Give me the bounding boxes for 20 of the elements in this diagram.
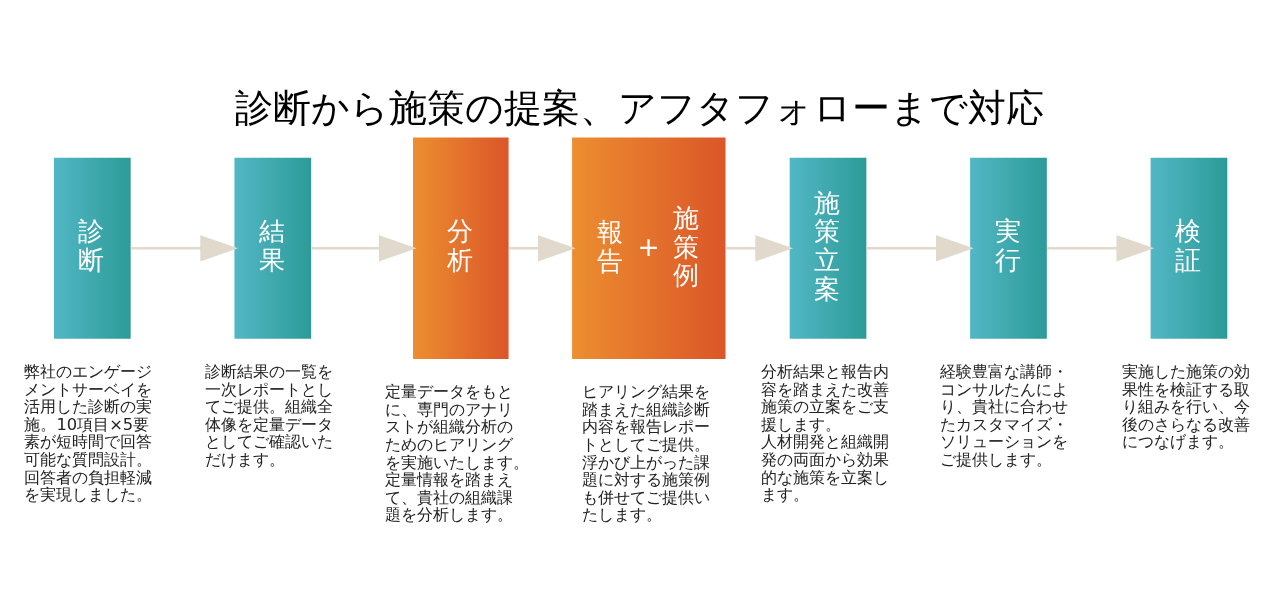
arrow (130, 234, 239, 261)
node-label: 診断結果の一覧を一次レポートとしてご提供。組織全体像を定量データとしてご確認いただけます。 (205, 361, 334, 469)
node-label: ヒアリング結果を踏まえた組織診断内容を報告レポートとしてご提供。浮かび上がった課題に対する施策例も併せてご提供いたします。 (581, 381, 710, 524)
arrow (726, 234, 794, 261)
node-label: 実施した施策の効果性を検証する取り組みを行い、今後のさらなる改善につなげます。 (1122, 361, 1251, 451)
node-label: 弊社のエンゲージメントサーベイを活用した診断の実施。10項目×5要素が短時間で回答可能な質問設計。回答者の負担軽減を実現しました。 (24, 361, 153, 504)
arrow (1047, 234, 1155, 261)
diagram-title: 診断から施策の提案、アフタフォローまで対応 (235, 85, 1045, 130)
node-box: 実行 (970, 157, 1047, 339)
node-box: 検証 (1150, 157, 1228, 339)
node-label: 定量データをもとに、専門のアナリストが組織分析のためのヒアリングを実施いたします。定量情報を踏まえて、貴社の組織課題を分析します。 (385, 381, 530, 524)
arrow (866, 234, 974, 261)
node-box: 施策立案 (789, 157, 867, 339)
node-label: 分析結果と報告内容を踏まえた改善施策の立案をご支援します。 (761, 361, 890, 434)
node-box: 分析 (413, 137, 509, 359)
node-box: 診断 (53, 157, 131, 339)
node-label: 経験豊富な講師・コンサルたんにより、貴社に合わせたカスタマイズ・ソリューションをご提供します。 (939, 361, 1068, 469)
arrow (508, 234, 576, 261)
node-box: 結果 (234, 157, 312, 339)
arrow (311, 234, 417, 261)
